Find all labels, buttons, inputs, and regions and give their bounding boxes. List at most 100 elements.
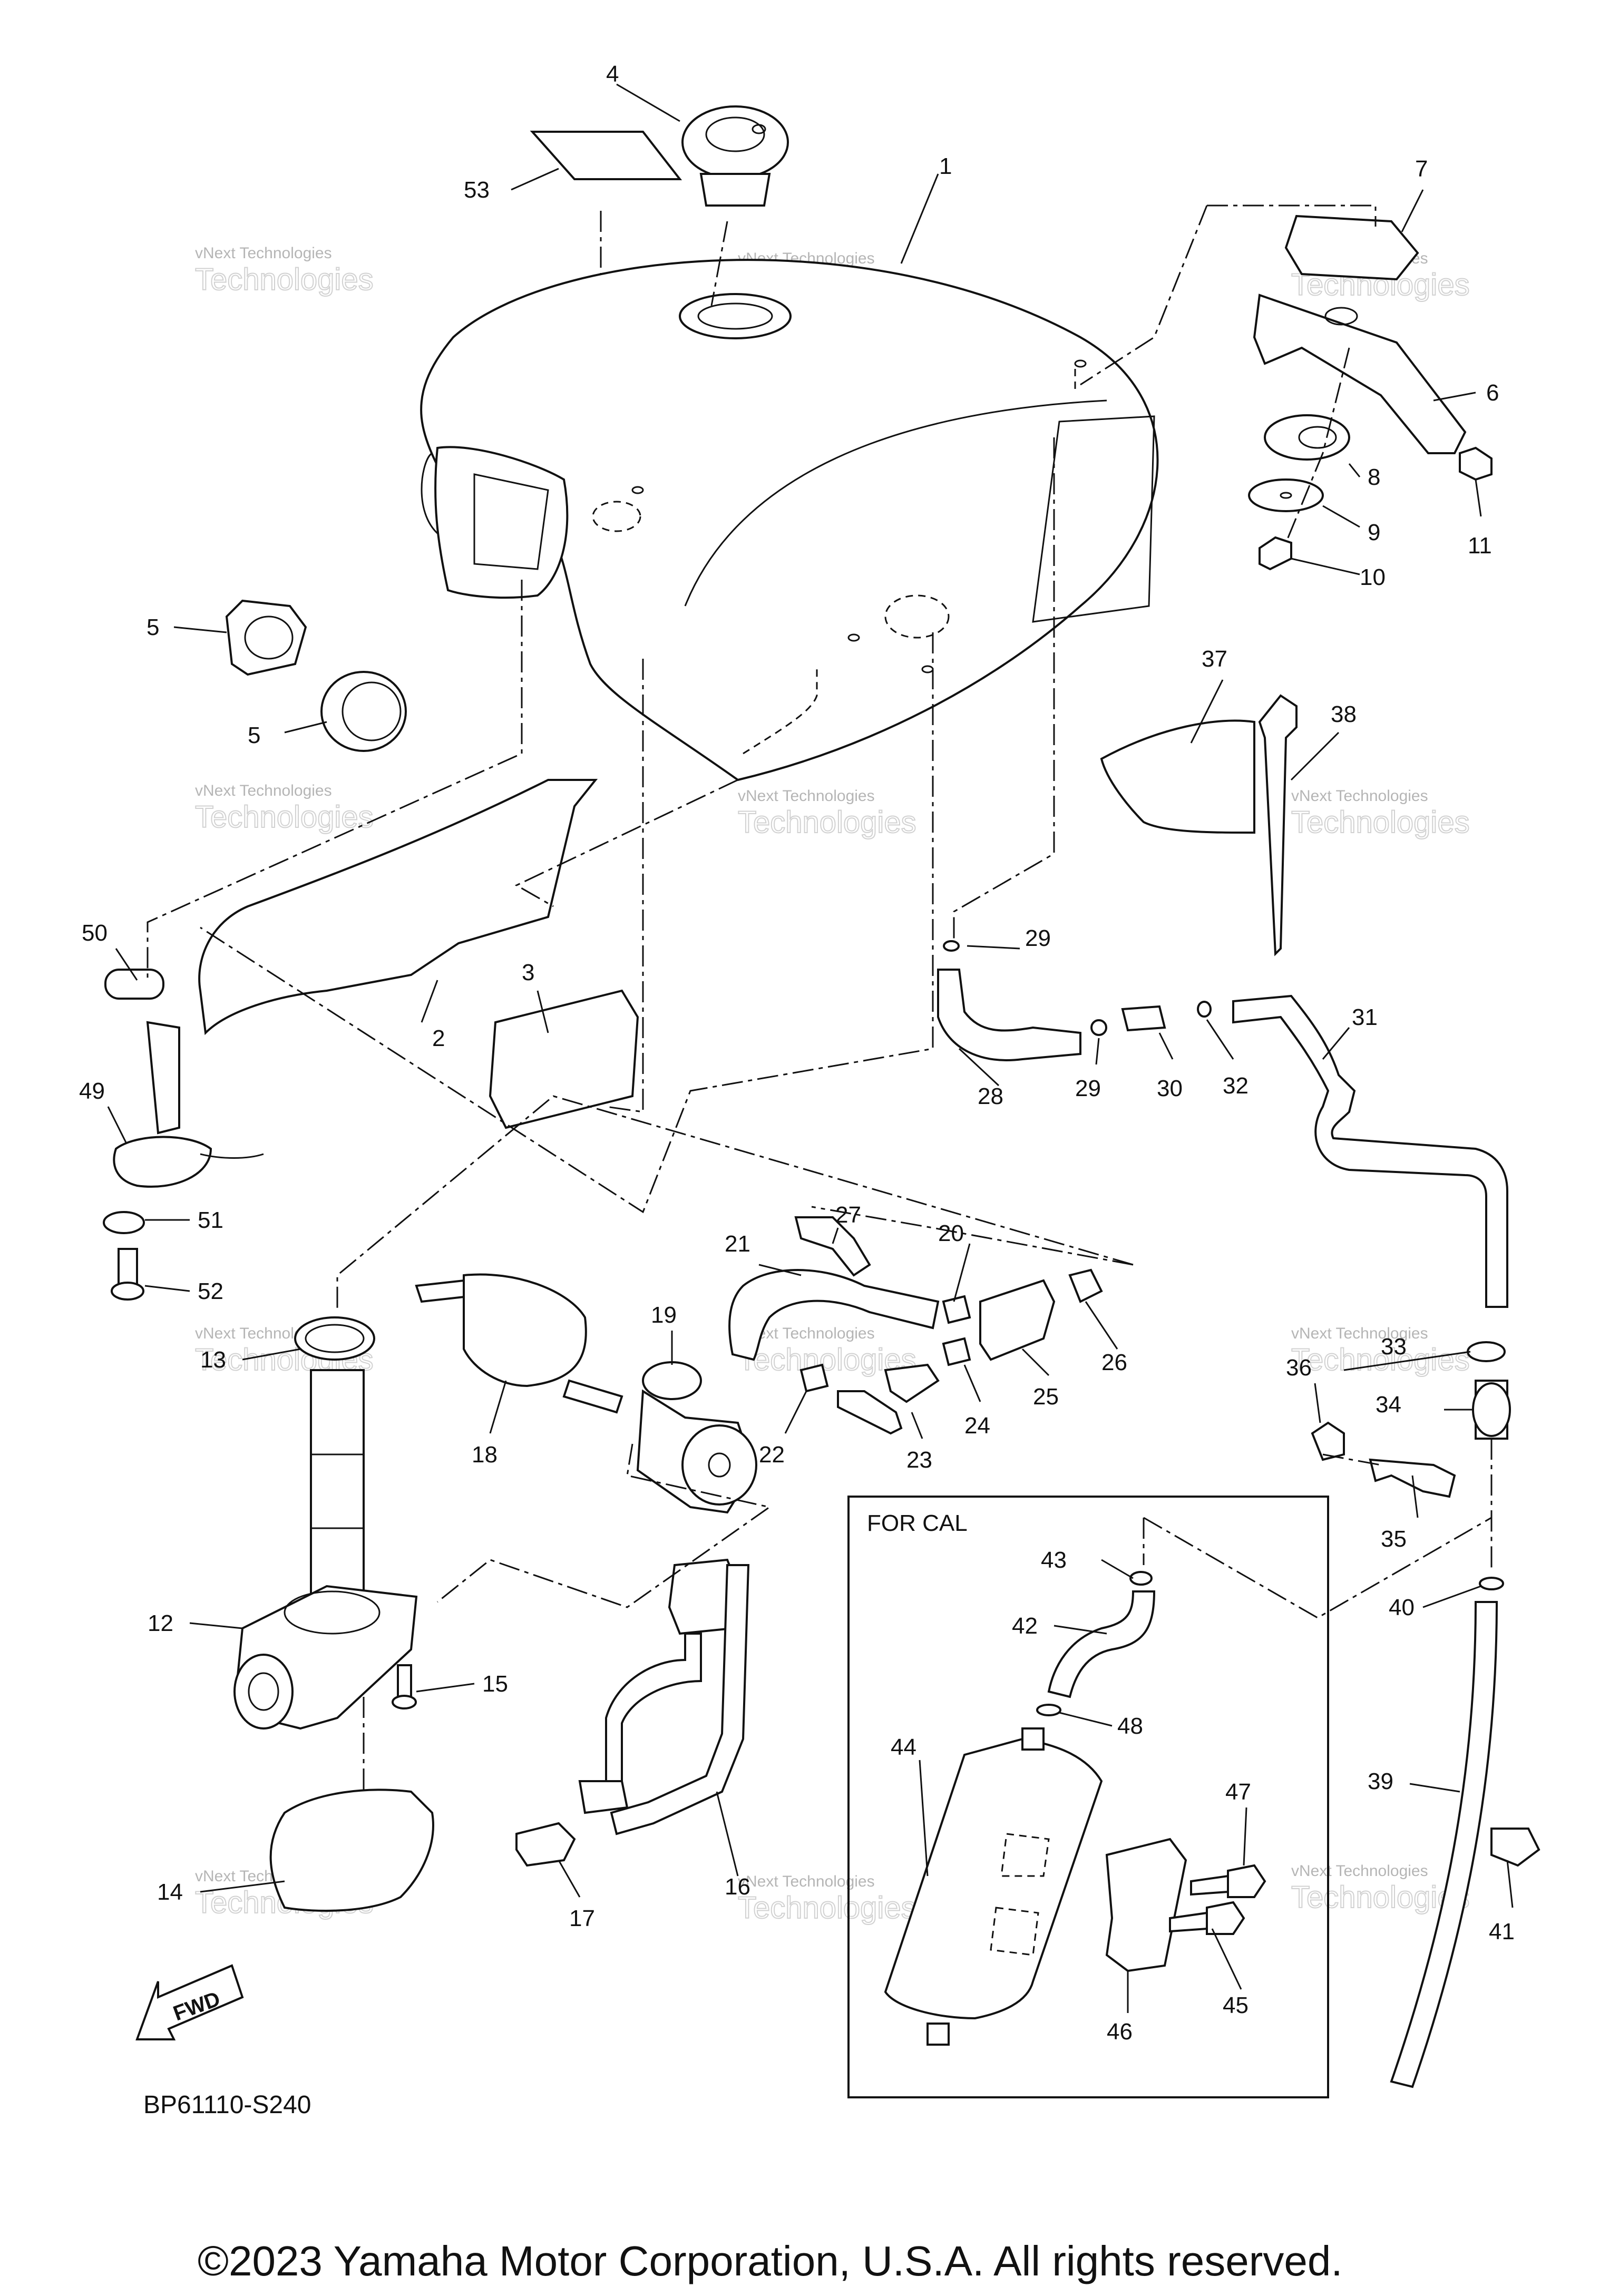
o-ring-50[interactable]: [104, 969, 164, 1000]
clamp-24[interactable]: [942, 1337, 971, 1366]
part-label[interactable]: 42: [1012, 1613, 1038, 1639]
joint-30[interactable]: [1121, 1005, 1166, 1032]
part-label[interactable]: 39: [1368, 1769, 1393, 1794]
clamp-22[interactable]: [799, 1363, 829, 1393]
hose-28[interactable]: [937, 969, 1081, 1061]
clip-29-top[interactable]: [943, 940, 960, 952]
hose-25[interactable]: [979, 1279, 1056, 1361]
cap-5-upper[interactable]: [225, 599, 307, 676]
hose-42[interactable]: [1047, 1590, 1156, 1698]
heat-shield[interactable]: [198, 779, 598, 1035]
part-label[interactable]: 9: [1368, 520, 1380, 545]
rubber-damper[interactable]: [1284, 214, 1419, 281]
clip-41[interactable]: [1490, 1828, 1540, 1867]
part-label[interactable]: 16: [725, 1874, 750, 1900]
part-label[interactable]: 26: [1101, 1350, 1127, 1375]
part-label[interactable]: 29: [1075, 1076, 1101, 1101]
part-label[interactable]: 52: [198, 1278, 223, 1304]
bolt-45[interactable]: [1169, 1901, 1245, 1935]
filter-34[interactable]: [1472, 1380, 1511, 1440]
part-label[interactable]: 11: [1468, 533, 1492, 559]
part-label[interactable]: 34: [1376, 1392, 1401, 1418]
part-label[interactable]: 47: [1225, 1779, 1251, 1805]
part-label[interactable]: 45: [1223, 1992, 1249, 2018]
clip-40[interactable]: [1479, 1577, 1504, 1590]
clip-17[interactable]: [515, 1822, 576, 1867]
part-label[interactable]: 50: [82, 920, 108, 946]
clamp-20[interactable]: [942, 1295, 971, 1324]
clamp-27[interactable]: [794, 1216, 871, 1277]
part-label[interactable]: 31: [1352, 1004, 1378, 1030]
part-label[interactable]: 36: [1286, 1355, 1312, 1381]
elbow-23a[interactable]: [837, 1390, 903, 1435]
breather-hose-31[interactable]: [1232, 994, 1508, 1308]
part-label[interactable]: 2: [432, 1025, 445, 1051]
part-label[interactable]: 27: [835, 1202, 861, 1228]
bolt-36[interactable]: [1311, 1421, 1345, 1461]
part-label[interactable]: 4: [606, 61, 619, 87]
part-label[interactable]: 38: [1331, 701, 1357, 727]
fuel-cap[interactable]: [681, 105, 789, 207]
screw-52[interactable]: [111, 1248, 144, 1301]
part-label[interactable]: 3: [522, 960, 534, 985]
part-label[interactable]: 21: [725, 1231, 750, 1257]
clamp-26[interactable]: [1068, 1268, 1103, 1303]
protector-37[interactable]: [1100, 719, 1255, 834]
part-label[interactable]: 25: [1033, 1384, 1059, 1410]
part-label[interactable]: 49: [79, 1078, 105, 1104]
bracket-46[interactable]: [1105, 1838, 1187, 1972]
clip-43[interactable]: [1129, 1571, 1153, 1586]
fuel-pump-12[interactable]: [233, 1369, 418, 1730]
part-label[interactable]: 43: [1041, 1547, 1067, 1573]
part-label[interactable]: 20: [938, 1220, 964, 1246]
part-label[interactable]: 18: [472, 1442, 498, 1468]
tank-bracket[interactable]: [1253, 294, 1467, 454]
part-label[interactable]: 29: [1025, 925, 1051, 951]
clip-48[interactable]: [1036, 1704, 1061, 1716]
part-label[interactable]: 6: [1486, 380, 1499, 406]
caution-label[interactable]: [530, 131, 682, 180]
bolt-47[interactable]: [1190, 1864, 1266, 1898]
part-label[interactable]: 7: [1415, 156, 1428, 182]
part-label[interactable]: 24: [964, 1413, 990, 1439]
canister-44[interactable]: [884, 1727, 1103, 2046]
part-label[interactable]: 17: [569, 1906, 595, 1931]
part-label[interactable]: 19: [651, 1302, 677, 1328]
cable-tie-38[interactable]: [1258, 694, 1298, 956]
part-label[interactable]: 23: [906, 1447, 932, 1473]
part-label[interactable]: 40: [1389, 1595, 1415, 1620]
cap-5-lower[interactable]: [320, 671, 407, 752]
o-ring-13[interactable]: [294, 1316, 375, 1361]
bolt-10[interactable]: [1259, 536, 1292, 571]
part-label[interactable]: 41: [1489, 1919, 1515, 1945]
hose-21[interactable]: [728, 1269, 940, 1361]
part-label[interactable]: 5: [147, 614, 159, 640]
part-label[interactable]: 1: [939, 153, 952, 179]
damper-8[interactable]: [1264, 414, 1350, 461]
part-label[interactable]: 37: [1202, 646, 1227, 672]
clip-29-mid[interactable]: [1090, 1019, 1107, 1036]
part-label[interactable]: 5: [248, 722, 260, 748]
part-label[interactable]: 48: [1117, 1713, 1143, 1739]
part-label[interactable]: 12: [148, 1610, 173, 1636]
pump-body-19[interactable]: [636, 1361, 757, 1514]
part-label[interactable]: 51: [198, 1207, 223, 1233]
part-label[interactable]: 53: [464, 177, 490, 203]
bolt-11[interactable]: [1459, 446, 1493, 481]
part-label[interactable]: 33: [1381, 1334, 1407, 1360]
fuel-filter-18[interactable]: [415, 1273, 623, 1414]
part-label[interactable]: 44: [891, 1734, 916, 1760]
part-label[interactable]: 14: [157, 1879, 183, 1905]
part-label[interactable]: 46: [1107, 2019, 1133, 2045]
part-label[interactable]: 8: [1368, 464, 1380, 490]
screw-15[interactable]: [392, 1664, 417, 1709]
washer-51[interactable]: [103, 1211, 145, 1234]
part-label[interactable]: 28: [978, 1083, 1003, 1109]
cover-14[interactable]: [269, 1789, 434, 1912]
fuel-tank[interactable]: [420, 259, 1159, 781]
part-label[interactable]: 22: [759, 1442, 785, 1468]
label-3[interactable]: [489, 989, 639, 1129]
clip-33[interactable]: [1467, 1341, 1506, 1362]
part-label[interactable]: 13: [200, 1347, 226, 1373]
elbow-23b[interactable]: [884, 1363, 940, 1403]
